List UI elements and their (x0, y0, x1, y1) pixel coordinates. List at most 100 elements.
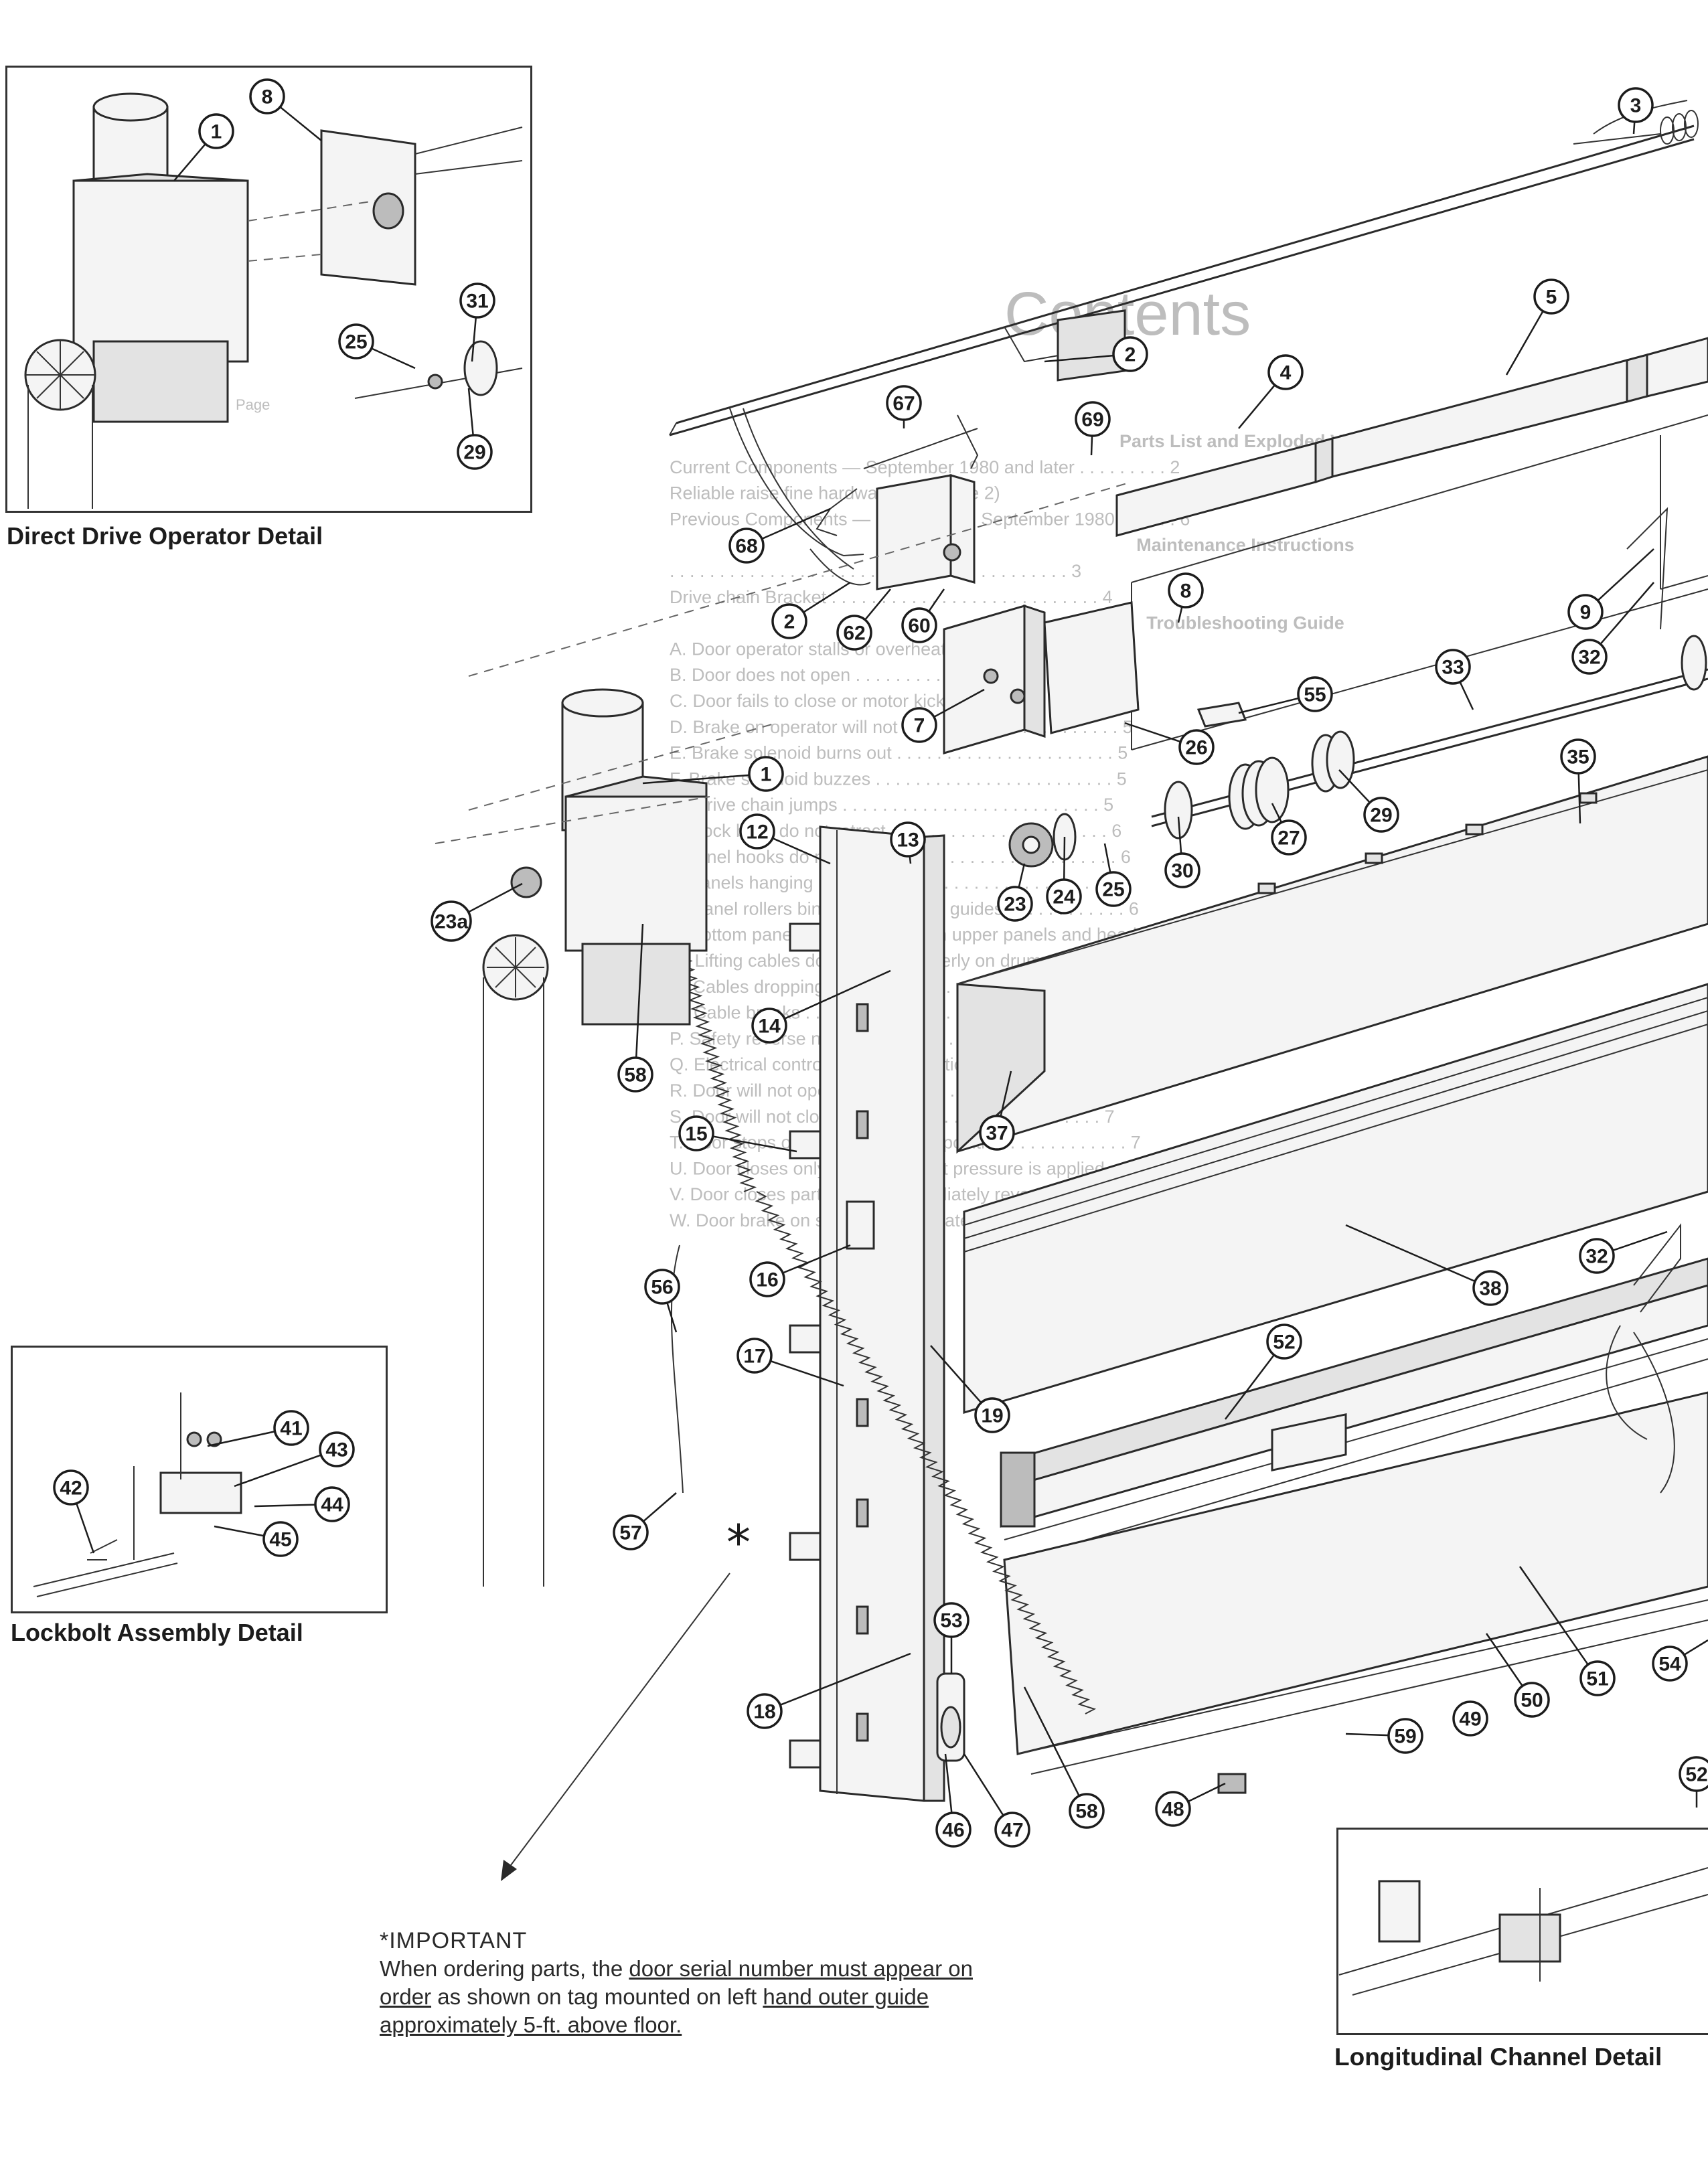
callout-label: 19 (981, 1405, 1003, 1427)
callout-label: 9 (1580, 602, 1591, 624)
callout-circle (890, 821, 926, 858)
callout-leader (1023, 1686, 1080, 1797)
callout-leader (234, 1454, 321, 1488)
callout-circle (613, 1514, 649, 1550)
callout-leader (784, 969, 891, 1020)
callout-circle (728, 528, 765, 564)
callout-leader (1577, 773, 1581, 824)
callout-label: 52 (1273, 1332, 1295, 1354)
callout-circle (617, 1056, 653, 1093)
callout-leader (761, 507, 831, 540)
callout-circle (1112, 336, 1148, 372)
note-text-a: When ordering parts, the (380, 1956, 629, 1981)
note-heading: *IMPORTANT (380, 1928, 528, 1953)
safety-cable (1606, 1325, 1648, 1440)
callout-25: 25 (1095, 843, 1132, 907)
callout-circle (748, 756, 784, 792)
callout-23: 23 (997, 863, 1033, 922)
callout-label: 17 (743, 1346, 765, 1368)
callout-circle (1363, 797, 1399, 833)
callout-label: 54 (1658, 1654, 1681, 1676)
note-text-d: hand outer guide approximately 5-ft. abo… (380, 1984, 929, 2037)
callout-label: 14 (758, 1016, 781, 1038)
callout-leader (1338, 769, 1371, 803)
callout-44: 44 (254, 1486, 350, 1522)
callout-8: 8 (1168, 572, 1204, 623)
callout-leader (864, 588, 891, 621)
note-body: When ordering parts, the door serial num… (380, 1955, 1016, 2039)
longitudinal-detail-drawing (1338, 1867, 1708, 1996)
callout-leader (803, 581, 851, 613)
callout-leader (471, 317, 477, 362)
callout-circle (994, 1812, 1030, 1848)
longitudinal-caption: Longitudinal Channel Detail (1334, 2043, 1662, 2071)
callout-leader (779, 1652, 911, 1706)
callout-2: 2 (771, 581, 851, 639)
callout-67: 67 (886, 385, 922, 428)
callout-circle (1579, 1238, 1615, 1274)
callout-leader (279, 106, 322, 141)
header-panel-right (1646, 337, 1708, 398)
callout-circle (935, 1812, 972, 1848)
callout-circle (1168, 572, 1204, 609)
callout-label: 52 (1685, 1764, 1707, 1786)
ghost-line: F. Brake solenoid buzzes . . . . . . . .… (670, 769, 1127, 789)
callout-leader (1225, 1354, 1275, 1420)
callout-leader (930, 1345, 982, 1404)
callout-13: 13 (890, 821, 926, 864)
callout-leader (909, 856, 912, 864)
callout-label: 1 (211, 121, 222, 143)
callout-label: 2 (784, 611, 795, 633)
callout-circle (1567, 594, 1604, 630)
callout-leader (173, 143, 206, 181)
callout-label: 12 (746, 821, 768, 844)
callout-leader (371, 347, 416, 370)
callout-leader (1597, 548, 1654, 601)
callout-label: 27 (1277, 827, 1300, 850)
callout-circle (1452, 1700, 1488, 1737)
callout-label: 29 (1370, 805, 1392, 827)
callout-circle (198, 113, 234, 149)
callout-leader (1600, 582, 1654, 645)
callout-label: 42 (60, 1477, 82, 1500)
callout-label: 62 (843, 623, 865, 645)
callout-leader (782, 1244, 851, 1274)
callout-label: 49 (1459, 1708, 1481, 1731)
callout-label: 4 (1280, 362, 1292, 384)
direct-drive-caption: Direct Drive Operator Detail (7, 522, 323, 550)
chain-spring (755, 1191, 1097, 1714)
note-text-c: as shown on tag mounted on left (431, 1984, 763, 2009)
callout-circle (1075, 401, 1111, 437)
callout-circle (459, 283, 495, 319)
callout-16: 16 (749, 1244, 851, 1297)
callout-label: 59 (1394, 1726, 1416, 1748)
callout-circle (1571, 639, 1608, 675)
callout-circle (739, 813, 775, 850)
callout-48: 48 (1155, 1782, 1226, 1827)
callout-label: 57 (619, 1522, 641, 1544)
callout-24: 24 (1046, 836, 1082, 914)
callout-leader (1519, 1566, 1589, 1666)
spring-56 (670, 1245, 684, 1494)
callout-label: 13 (897, 829, 919, 852)
callout-50: 50 (1485, 1633, 1550, 1718)
callout-59: 59 (1345, 1718, 1423, 1754)
callout-32: 32 (1571, 582, 1654, 675)
callout-label: 41 (280, 1418, 302, 1440)
pointer-arrow (508, 1573, 730, 1868)
callout-leader (1000, 1070, 1012, 1117)
callout-label: 32 (1578, 647, 1600, 669)
callout-12: 12 (739, 813, 831, 865)
callout-56: 56 (644, 1269, 680, 1333)
callout-circle (1155, 1791, 1191, 1827)
callout-circle (997, 886, 1033, 922)
callout-label: 30 (1171, 860, 1193, 882)
serial-tag (846, 1200, 875, 1250)
callout-leader (1044, 354, 1114, 363)
callout-leader (770, 1360, 844, 1387)
callout-leader (1612, 1230, 1668, 1252)
callout-label: 44 (321, 1494, 343, 1516)
callout-circle (1435, 649, 1471, 685)
callout-circle (431, 900, 472, 942)
callout-leader (1345, 1733, 1389, 1737)
